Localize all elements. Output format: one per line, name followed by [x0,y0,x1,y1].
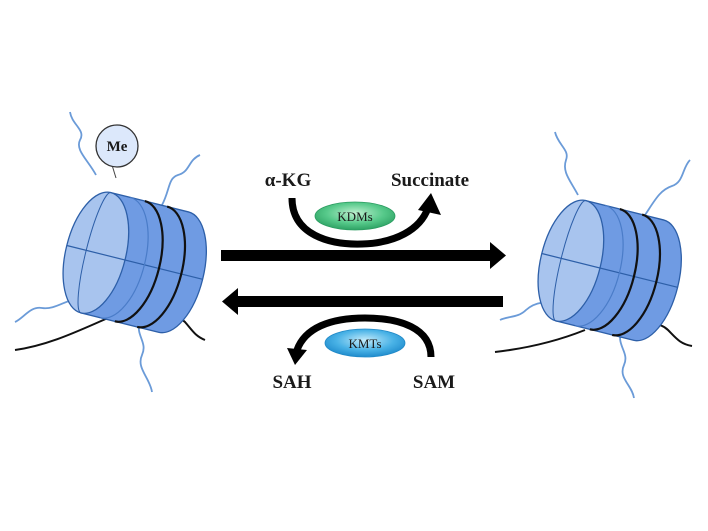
forward-arrow-head [490,242,506,269]
dna-wrap [611,213,661,337]
forward-reaction: α-KG Succinate KDMs [221,170,506,269]
left-nucleosome: Me [14,111,207,393]
forward-cofactor-arrowhead [418,193,441,215]
kdm-enzyme-pill [314,201,396,231]
reverse-product-label: SAH [272,372,311,393]
histone-tail [69,111,97,176]
dna-strand [494,329,586,353]
dna-wrap [114,199,164,323]
face-divider [77,192,112,314]
dna-strand [14,317,109,351]
dna-wrap [589,207,639,331]
histone-tail [137,321,153,393]
kmt-enzyme-pill [324,328,406,358]
forward-cofactor-arrow [288,197,432,248]
histone-tail [161,154,201,206]
histone-tail [644,159,691,216]
histone-divider [66,244,203,280]
dna-wrap [136,205,186,329]
reverse-cofactor-arrow [293,314,435,358]
histone-tail [619,329,635,399]
face-divider [552,200,587,322]
dna-wrap [575,204,624,327]
reverse-reaction: KMTs SAH SAM [222,288,503,393]
kmt-enzyme-label: KMTs [348,336,381,351]
forward-substrate-label: α-KG [265,170,312,191]
reverse-substrate-label: SAM [413,372,455,393]
methyl-group-badge [95,124,139,168]
reverse-cofactor-arrowhead [287,348,307,365]
kdm-enzyme-label: KDMs [337,209,372,224]
right-nucleosome [494,131,693,399]
methyl-label: Me [107,139,128,155]
reverse-arrow-shaft [235,296,503,307]
reverse-arrow-head [222,288,238,315]
forward-product-label: Succinate [391,170,469,191]
dna-wrap [100,196,149,319]
histone-tail [554,131,579,196]
forward-arrow-shaft [221,250,493,261]
histone-divider [541,252,678,288]
